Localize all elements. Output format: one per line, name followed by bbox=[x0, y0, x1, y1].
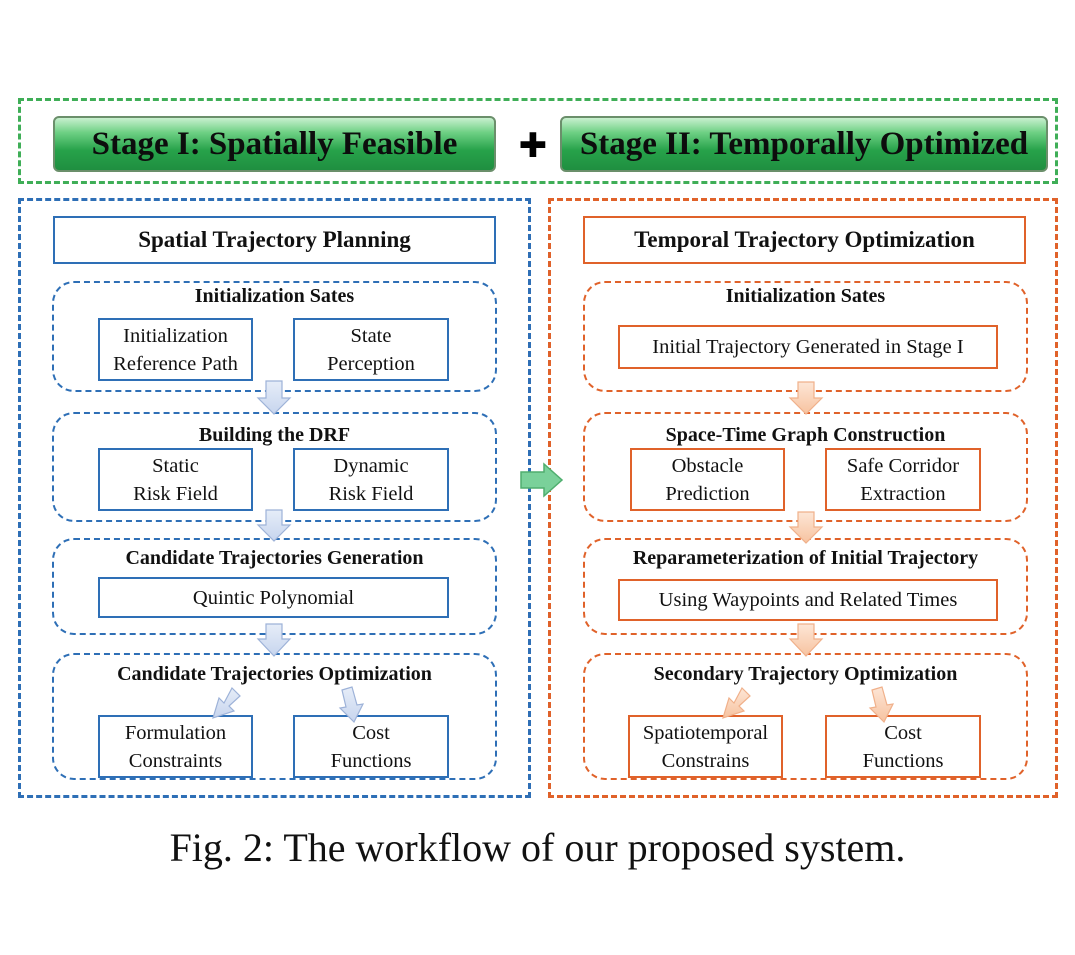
temporal-panel-title: Temporal Trajectory Optimization bbox=[583, 216, 1026, 264]
down-arrow-icon bbox=[788, 511, 824, 544]
down-arrow-icon bbox=[256, 623, 292, 657]
down-arrow-icon bbox=[788, 381, 824, 415]
stage-band bbox=[18, 98, 1058, 184]
spatial-panel bbox=[18, 198, 531, 798]
section-title: Initialization Sates bbox=[725, 285, 886, 307]
stage-1-badge: Stage I: Spatially Feasible bbox=[53, 116, 496, 172]
section-title: Space-Time Graph Construction bbox=[665, 424, 946, 446]
section-title: Building the DRF bbox=[198, 424, 351, 446]
diagonal-arrow-icon bbox=[212, 687, 241, 719]
stage-2-badge: Stage II: Temporally Optimized bbox=[560, 116, 1048, 172]
diagonal-arrow-icon bbox=[868, 686, 895, 724]
down-arrow-icon bbox=[256, 509, 292, 542]
diagonal-arrow-icon bbox=[338, 686, 365, 724]
section-title: Initialization Sates bbox=[194, 285, 355, 307]
spatial-panel-title: Spatial Trajectory Planning bbox=[53, 216, 496, 264]
section-title: Candidate Trajectories Optimization bbox=[117, 663, 432, 685]
temporal-panel bbox=[548, 198, 1058, 798]
down-arrow-icon bbox=[788, 623, 824, 657]
plus-icon: ✚ bbox=[518, 126, 548, 166]
quintic-polynomial-box: Quintic Polynomial bbox=[98, 577, 449, 618]
waypoints-box: Using Waypoints and Related Times bbox=[618, 579, 998, 621]
initial-trajectory-box: Initial Trajectory Generated in Stage I bbox=[618, 325, 998, 369]
figure-caption: Fig. 2: The workflow of our proposed sys… bbox=[169, 825, 906, 870]
diagonal-arrow-icon bbox=[722, 687, 751, 719]
section-title: Secondary Trajectory Optimization bbox=[653, 663, 958, 685]
section-title: Candidate Trajectories Generation bbox=[125, 547, 424, 569]
down-arrow-icon bbox=[256, 380, 292, 415]
right-arrow-icon bbox=[520, 462, 564, 498]
section-title: Reparameterization of Initial Trajectory bbox=[632, 547, 979, 569]
